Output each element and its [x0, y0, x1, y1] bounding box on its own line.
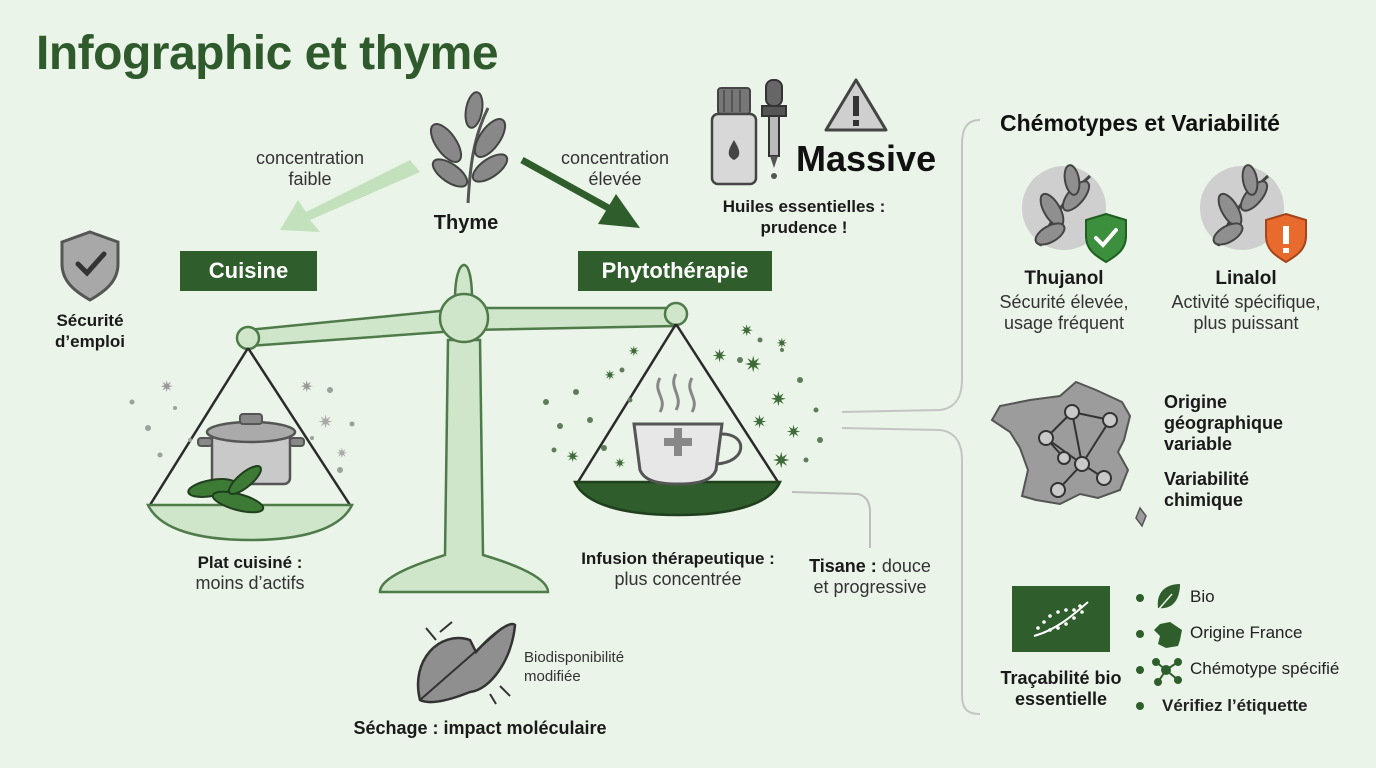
- france-map-icon: [990, 380, 1147, 528]
- trace-item-bio: Bio: [1190, 587, 1215, 606]
- tisane-line2: et progressive: [813, 577, 927, 597]
- massive-label: Massive: [796, 138, 937, 179]
- dropper-icon: [761, 79, 787, 179]
- trace-item-origin: Origine France: [1190, 623, 1303, 642]
- page-title: Infographic et thyme: [36, 27, 499, 80]
- phytotherapie-banner: Phytothérapie: [578, 251, 772, 291]
- safety-label: Sécurité d’emploi: [55, 311, 125, 351]
- svg-text:✷: ✷: [614, 455, 626, 471]
- dish-title: Plat cuisiné :: [197, 553, 303, 572]
- drying-caption: Séchage : impact moléculaire: [353, 718, 607, 738]
- trace-item-chemotype: Chémotype spécifié: [1190, 659, 1340, 678]
- infusion-title: Infusion thérapeutique :: [581, 549, 775, 568]
- green-leaves-icon: [187, 465, 265, 514]
- warning-icon: [824, 78, 888, 132]
- cooking-pot-icon: [197, 413, 305, 486]
- tisane-bold: Tisane :: [809, 556, 877, 576]
- dish-caption: Plat cuisiné : moins d’actifs: [160, 552, 340, 594]
- thyme-label: Thyme: [433, 212, 499, 234]
- svg-text:✷: ✷: [318, 412, 333, 432]
- svg-text:✷: ✷: [712, 346, 727, 366]
- thyme-sprig-icon: [429, 91, 509, 204]
- svg-text:✷: ✷: [740, 323, 753, 340]
- tisane-rest: douce: [881, 556, 931, 576]
- orange-shield-warning-icon: [1265, 212, 1307, 264]
- dish-subtitle: moins d’actifs: [195, 573, 305, 593]
- shield-check-icon: [60, 230, 120, 302]
- svg-text:✷: ✷: [628, 343, 640, 359]
- svg-text:✷: ✷: [300, 379, 313, 396]
- dried-leaf-icon: [416, 621, 517, 705]
- essential-oil-bottle-icon: [710, 87, 758, 186]
- tea-cup-icon: [632, 373, 743, 486]
- linalol-name: Linalol: [1215, 268, 1277, 289]
- linalol-desc: Activité spécifique, plus puissant: [1171, 292, 1321, 333]
- infusion-caption: Infusion thérapeutique : plus concentrée: [568, 548, 788, 590]
- svg-text:✷: ✷: [776, 335, 788, 351]
- svg-text:✷: ✷: [604, 367, 616, 383]
- cuisine-banner: Cuisine: [180, 251, 317, 291]
- low-concentration-label: concentration faible: [255, 148, 365, 189]
- essential-oils-caption: Huiles essentielles : prudence !: [722, 197, 886, 237]
- variability-label: Variabilité chimique: [1164, 469, 1250, 510]
- eu-organic-logo: [1012, 586, 1110, 652]
- svg-text:✷: ✷: [744, 352, 762, 377]
- tisane-caption: Tisane : douce et progressive: [800, 556, 940, 598]
- svg-text:✷: ✷: [770, 389, 787, 411]
- balance-scale: [146, 263, 782, 594]
- particles-left: ✷ ✷ ✷ ✷: [129, 379, 355, 473]
- chemotypes-title: Chémotypes et Variabilité: [1000, 110, 1280, 136]
- france-shape-icon: [1154, 622, 1182, 648]
- high-concentration-label: concentration élevée: [560, 148, 670, 189]
- leaf-icon: [1157, 584, 1180, 611]
- particles-right: ✷ ✷ ✷ ✷ ✷ ✷ ✷ ✷ ✷ ✷ ✷ ✷: [543, 323, 823, 473]
- molecule-icon: [1152, 658, 1182, 686]
- svg-text:✷: ✷: [566, 449, 579, 466]
- bioavailability-label: Biodisponibilité modifiée: [524, 649, 625, 685]
- svg-text:✷: ✷: [772, 448, 790, 473]
- thujanol-desc: Sécurité élevée, usage fréquent: [999, 292, 1129, 333]
- svg-text:✷: ✷: [160, 379, 173, 396]
- origin-label: Origine géographique variable: [1164, 392, 1284, 454]
- traceability-caption: Traçabilité bio essentielle: [1000, 668, 1122, 709]
- svg-text:✷: ✷: [336, 445, 348, 461]
- svg-text:✷: ✷: [786, 422, 801, 442]
- arrow-low-concentration: [280, 160, 420, 232]
- green-shield-check-icon: [1085, 212, 1127, 264]
- linalol-thyme-icon: [1200, 164, 1284, 250]
- infusion-subtitle: plus concentrée: [614, 569, 742, 589]
- thujanol-name: Thujanol: [1024, 268, 1104, 289]
- traceability-bullets: [1136, 594, 1144, 710]
- thujanol-block: Thujanol Sécurité élevée, usage fréquent: [984, 268, 1144, 334]
- svg-text:✷: ✷: [752, 412, 767, 432]
- linalol-block: Linalol Activité spécifique, plus puissa…: [1156, 268, 1336, 334]
- trace-item-check-label: Vérifiez l’étiquette: [1162, 696, 1308, 715]
- arrow-high-concentration: [520, 156, 640, 228]
